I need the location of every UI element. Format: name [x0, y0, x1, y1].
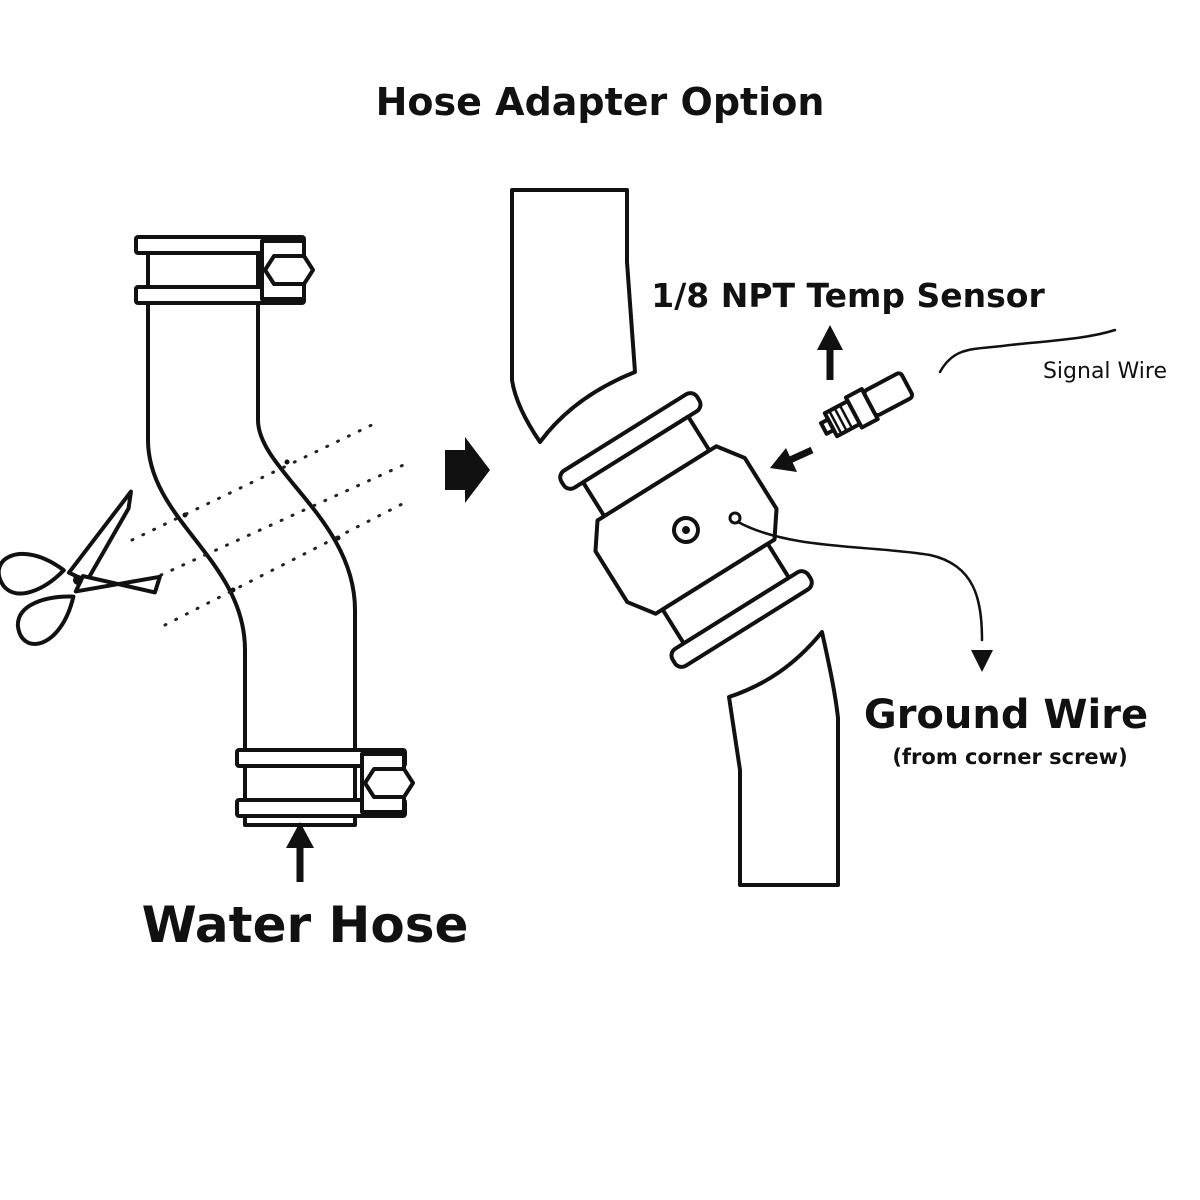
- scissors-icon: [0, 489, 162, 646]
- water-hose: [146, 248, 357, 827]
- signal-wire: [938, 328, 1117, 374]
- water-hose-label: Water Hose: [142, 896, 469, 954]
- lower-hose-piece: [727, 630, 840, 887]
- arrow-up-icon: [817, 325, 843, 380]
- signal-wire-label: Signal Wire: [1043, 359, 1167, 384]
- temp-sensor-label: 1/8 NPT Temp Sensor: [651, 276, 1045, 315]
- ground-wire: [736, 520, 984, 642]
- hose-body: [146, 248, 357, 827]
- diagram-title: Hose Adapter Option: [376, 80, 825, 124]
- bottom-hose-clamp: [235, 748, 415, 818]
- upper-hose-piece: [510, 188, 637, 444]
- arrow-up-icon: [286, 822, 314, 882]
- arrow-right-icon: [445, 437, 490, 503]
- corner-screw: [728, 511, 742, 525]
- top-hose-clamp: [134, 235, 315, 305]
- hose-adapter: [558, 391, 814, 669]
- arrow-down-left-icon: [770, 446, 814, 472]
- ground-wire-note: (from corner screw): [892, 745, 1127, 769]
- temp-sensor: [819, 371, 915, 439]
- cut-lines: [130, 420, 412, 627]
- ground-wire-label: Ground Wire: [864, 692, 1148, 738]
- arrow-down-icon: [971, 650, 993, 672]
